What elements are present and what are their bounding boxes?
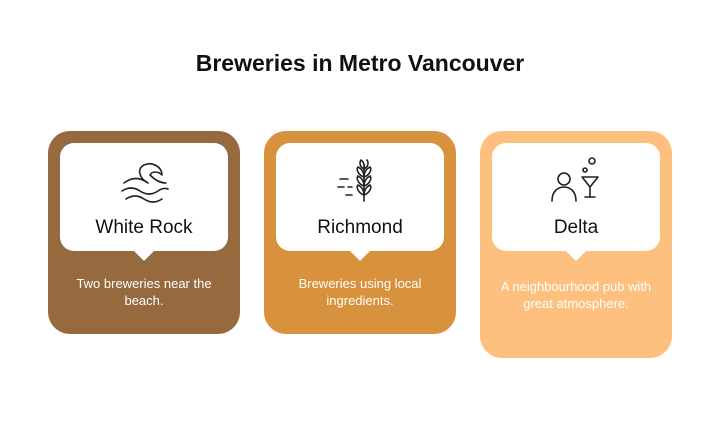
person-cocktail-icon [550, 157, 602, 205]
card-description: Two breweries near the beach. [76, 276, 212, 308]
card-description: A neighbourhood pub with great atmospher… [500, 279, 652, 311]
card-title: White Rock [95, 217, 193, 238]
card-richmond: Richmond Breweries using local ingredien… [264, 131, 456, 334]
wheat-icon [334, 157, 386, 205]
wave-icon [118, 157, 170, 205]
card-title: Richmond [317, 217, 403, 238]
diagram-title: Breweries in Metro Vancouver [195, 50, 525, 76]
card-header-panel: Richmond [276, 143, 444, 261]
card-header-panel: Delta [492, 143, 660, 261]
card-white-rock: White Rock Two breweries near the beach. [48, 131, 240, 334]
card-delta: Delta A neighbourhood pub with great atm… [480, 131, 672, 358]
card-description: Breweries using local ingredients. [298, 276, 422, 308]
card-title: Delta [553, 217, 599, 238]
card-header-panel: White Rock [60, 143, 228, 261]
